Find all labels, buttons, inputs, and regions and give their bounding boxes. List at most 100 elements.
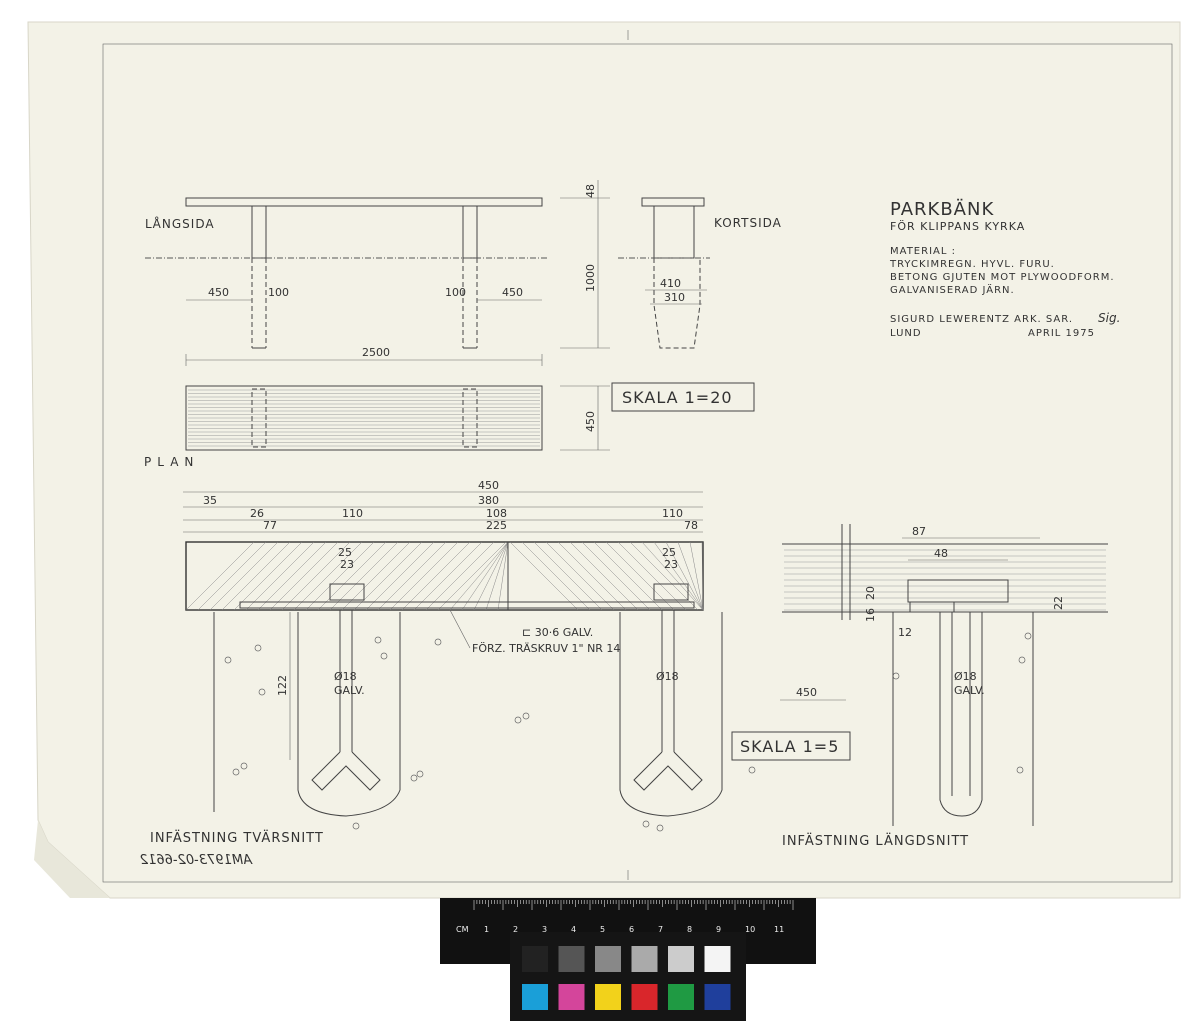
footing-right <box>619 612 723 817</box>
gravel-mark <box>410 774 418 782</box>
ruler-number: 2 <box>513 925 518 934</box>
gravel-mark <box>232 768 240 776</box>
seat-hatch-line <box>461 541 509 611</box>
vertical-dims-top: 48 1000 <box>560 180 610 349</box>
ruler-number: 9 <box>716 925 721 934</box>
galv-strip <box>239 601 695 609</box>
seat-hatch-line <box>365 541 435 611</box>
seat-hatch-line <box>545 541 615 611</box>
dim-100-left: 100 <box>268 286 289 299</box>
drawing-frame <box>102 43 1173 883</box>
scale-top-label: SKALA 1=20 <box>622 388 733 407</box>
dim-25-left: 25 <box>338 546 352 559</box>
color-swatches <box>522 946 731 1010</box>
dim-25-right: 25 <box>662 546 676 559</box>
author-signature: Sig. <box>1098 311 1120 325</box>
plan-view: 450 PLAN <box>144 385 610 469</box>
rod-long-label: Ø18 <box>954 670 977 683</box>
seat-hatch-line <box>317 541 387 611</box>
dim-110-right: 110 <box>662 507 683 520</box>
dim-410: 410 <box>660 277 681 290</box>
long-section-label: INFÄSTNING LÄNGDSNITT <box>782 833 969 849</box>
scale-top-box <box>611 382 755 412</box>
seat-hatch-line <box>605 541 675 611</box>
rod-right-fork <box>633 751 703 791</box>
ruler-number: 11 <box>774 925 784 934</box>
gravel-mark <box>434 638 442 646</box>
cross-section-label: INFÄSTNING TVÄRSNITT <box>150 830 324 846</box>
dim-450-long: 450 <box>796 686 817 699</box>
seat-hatch-line <box>377 541 447 611</box>
material-heading: MATERIAL : <box>890 246 956 257</box>
seat-hatch-line <box>341 541 411 611</box>
seat-hatch-line <box>569 541 639 611</box>
title-block: PARKBÄNK FÖR KLIPPANS KYRKA MATERIAL : T… <box>889 199 1120 339</box>
seat-hatch-line <box>581 541 651 611</box>
seat-hatch-line <box>629 541 699 611</box>
plan-label: PLAN <box>144 455 199 469</box>
color-swatch <box>668 946 694 972</box>
ruler-number: 5 <box>600 925 605 934</box>
dim-122: 122 <box>276 675 289 696</box>
dim-23-right: 23 <box>664 558 678 571</box>
title-main: PARKBÄNK <box>890 199 994 220</box>
seat-hatch-line <box>509 541 579 611</box>
ruler-number: 3 <box>542 925 547 934</box>
color-swatch <box>595 984 621 1010</box>
ruler-number: 10 <box>745 925 755 934</box>
seat-hatch-line <box>209 541 279 611</box>
color-swatch <box>704 984 731 1010</box>
plan-right-leg <box>462 388 478 448</box>
long-rod-pocket <box>939 612 983 817</box>
archive-id: AM1973-02-6612 <box>140 853 253 868</box>
ruler-number: 1 <box>484 925 489 934</box>
seat-hatch-line <box>689 541 704 611</box>
plan-hatch <box>188 389 540 447</box>
seat-hatch <box>185 541 704 611</box>
bench-seat-elevation <box>185 197 543 207</box>
ruler-number: 4 <box>571 925 576 934</box>
dim-35: 35 <box>203 494 217 507</box>
seat-hatch-line <box>437 541 507 611</box>
dim-48: 48 <box>584 184 597 198</box>
short-leg-buried <box>653 258 701 349</box>
gravel-mark <box>1024 632 1032 640</box>
cross-section: 450 380 35 26 110 108 110 77 225 78 25 2… <box>150 479 1032 846</box>
paper-fold <box>34 820 110 898</box>
seat-hatch-line <box>305 541 375 611</box>
dim-380: 380 <box>478 494 499 507</box>
seat-hatch-line <box>353 541 423 611</box>
gravel-mark <box>522 712 530 720</box>
footing-left <box>297 612 401 817</box>
dim-2500: 2500 <box>362 346 390 359</box>
seat-hatch-line <box>257 541 327 611</box>
dim-16: 16 <box>864 608 877 622</box>
gravel-marks <box>224 632 1032 832</box>
color-swatch <box>631 984 658 1010</box>
clamp-right <box>653 583 689 601</box>
color-swatch <box>558 984 585 1010</box>
seat-hatch-line <box>425 541 495 611</box>
author-date: APRIL 1975 <box>1028 328 1095 339</box>
gravel-mark <box>258 688 266 696</box>
scale-bottom-label: SKALA 1=5 <box>740 737 839 756</box>
dim-87: 87 <box>912 525 926 538</box>
seat-hatch-line <box>593 541 663 611</box>
ruler-number: 7 <box>658 925 663 934</box>
gravel-mark <box>416 770 424 778</box>
seat-hatch-line <box>221 541 291 611</box>
seat-hatch-line <box>641 541 704 611</box>
scale-bottom-box <box>731 731 851 761</box>
galv-strip-label: ⊏ 30·6 GALV. <box>522 626 593 639</box>
seat-hatch-line <box>617 541 687 611</box>
author-name: SIGURD LEWERENTZ ARK. SAR. <box>890 314 1073 325</box>
material-line-3: GALVANISERAD JÄRN. <box>890 283 1015 296</box>
paper-sheet <box>27 21 1181 899</box>
plan-left-leg <box>251 388 267 448</box>
seat-hatch-line <box>665 541 704 611</box>
gravel-mark <box>254 644 262 652</box>
seat-hatch-line <box>245 541 315 611</box>
